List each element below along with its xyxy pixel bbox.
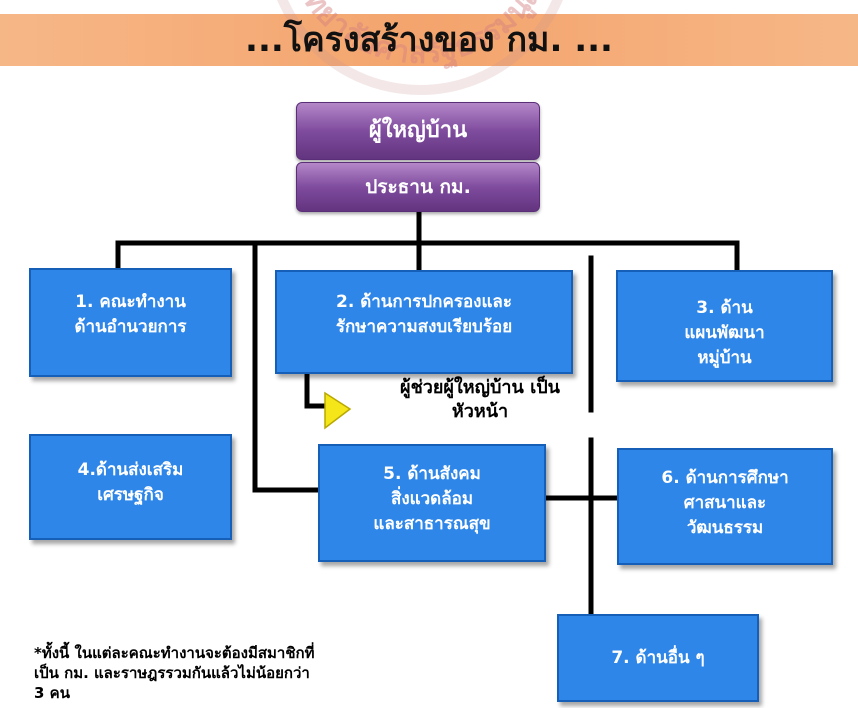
box-7-line-1: 7. ด้านอื่น ๆ [611, 648, 705, 668]
box-5-line-3: และสาธารณสุข [373, 514, 491, 534]
committee-box-2: 2. ด้านการปกครองและ รักษาความสงบเรียบร้อ… [275, 270, 573, 374]
footnote-line-3: 3 คน [34, 684, 70, 702]
arrow-icon [324, 391, 352, 430]
box-1-line-2: ด้านอำนวยการ [74, 317, 187, 337]
box-6-line-3: วัฒนธรรม [686, 518, 764, 538]
box-2-line-2: รักษาความสงบเรียบร้อย [335, 317, 513, 337]
box-5-line-1: 5. ด้านสังคม [383, 464, 481, 484]
title-band [0, 14, 858, 66]
box-3-line-2: แผนพัฒนา [684, 323, 765, 343]
page-title: ...โครงสร้างของ กม. ... [245, 20, 613, 60]
head-top-label: ผู้ใหญ่บ้าน [368, 118, 468, 143]
committee-box-6: 6. ด้านการศึกษา ศาสนาและ วัฒนธรรม [617, 448, 833, 565]
footnote-line-1: *ทั้งนี้ ในแต่ละคณะทำงานจะต้องมีสมาชิกที… [34, 644, 315, 662]
head-bottom-label: ประธาน กม. [365, 176, 471, 198]
head-chairman: ประธาน กม. [296, 162, 540, 212]
box-6-line-2: ศาสนาและ [683, 493, 767, 513]
committee-box-5: 5. ด้านสังคม สิ่งแวดล้อม และสาธารณสุข [318, 444, 546, 562]
box-3-line-3: หมู่บ้าน [697, 348, 752, 368]
box-4-line-2: เศรษฐกิจ [97, 485, 164, 505]
committee-box-1: 1. คณะทำงาน ด้านอำนวยการ [29, 268, 232, 377]
footnote-line-2: เป็น กม. และราษฎรรวมกันแล้วไม่น้อยกว่า [34, 664, 310, 682]
committee-box-3: 3. ด้าน แผนพัฒนา หมู่บ้าน [616, 270, 833, 382]
box-6-line-1: 6. ด้านการศึกษา [661, 468, 789, 488]
committee-box-7: 7. ด้านอื่น ๆ [557, 614, 759, 702]
assistant-label-line-2: หัวหน้า [451, 401, 509, 422]
box-3-line-1: 3. ด้าน [696, 298, 753, 318]
committee-box-4: 4.ด้านส่งเสริม เศรษฐกิจ [29, 434, 232, 540]
head-village-headman: ผู้ใหญ่บ้าน [296, 102, 540, 160]
assistant-label: ผู้ช่วยผู้ใหญ่บ้าน เป็น หัวหน้า [340, 376, 620, 424]
box-2-line-1: 2. ด้านการปกครองและ [336, 292, 512, 312]
assistant-label-line-1: ผู้ช่วยผู้ใหญ่บ้าน เป็น [400, 377, 560, 398]
box-5-line-2: สิ่งแวดล้อม [390, 489, 474, 509]
box-4-line-1: 4.ด้านส่งเสริม [77, 460, 184, 480]
box-1-line-1: 1. คณะทำงาน [75, 292, 186, 312]
footnote: *ทั้งนี้ ในแต่ละคณะทำงานจะต้องมีสมาชิกที… [34, 643, 494, 703]
